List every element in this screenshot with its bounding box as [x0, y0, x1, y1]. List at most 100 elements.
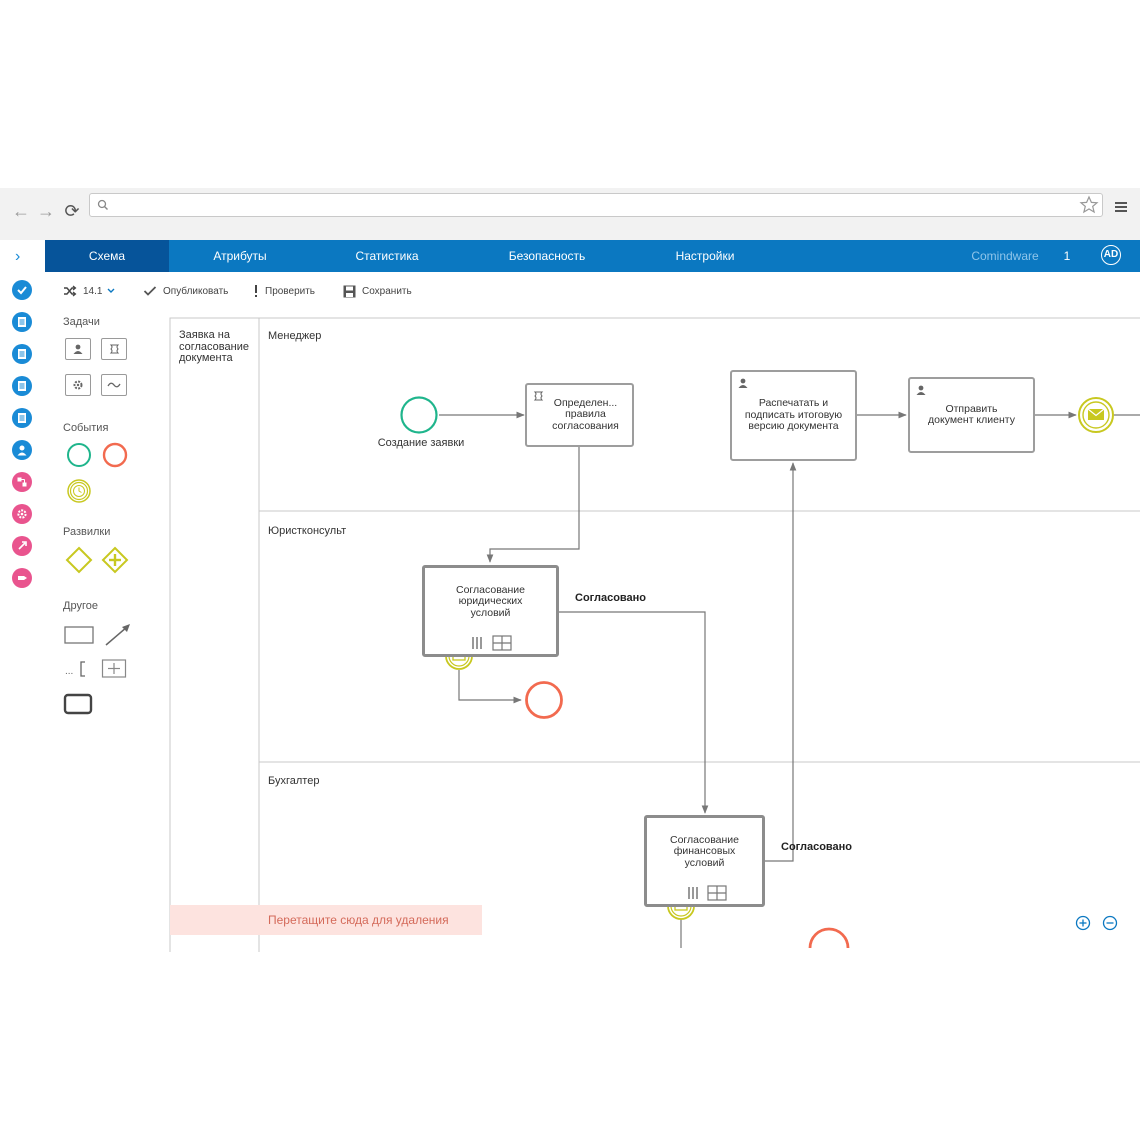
- browser-toolbar: ← → ⟳: [0, 188, 1140, 241]
- tab-statistics[interactable]: Статистика: [355, 249, 419, 263]
- left-rail: ›: [0, 240, 46, 952]
- user-icon: [738, 378, 748, 388]
- parallel-gateway-tool[interactable]: [101, 546, 129, 574]
- expand-chevron-icon[interactable]: ›: [15, 248, 21, 265]
- palette-tasks-heading: Задачи: [63, 316, 100, 328]
- tab-attributes[interactable]: Атрибуты: [213, 249, 267, 263]
- document-icon[interactable]: [12, 344, 32, 364]
- delete-drop-zone[interactable]: Перетащите сюда для удаления: [170, 905, 482, 935]
- palette-gateways-heading: Развилки: [63, 526, 111, 538]
- tab-settings[interactable]: Настройки: [675, 249, 735, 263]
- message-end-event: [1078, 397, 1114, 433]
- task-print[interactable]: Распечатать и подписать итоговую версию …: [730, 370, 857, 461]
- lane-tool[interactable]: [63, 624, 95, 646]
- service-task-tool[interactable]: [65, 374, 91, 396]
- check-button[interactable]: Проверить: [253, 282, 315, 300]
- task-rules-label: Определен... правила согласования: [552, 396, 619, 432]
- check-icon: [143, 286, 157, 296]
- shuffle-icon: [64, 285, 77, 297]
- zoom-out-icon[interactable]: [1102, 915, 1118, 931]
- flow-fin-to-print: [765, 462, 797, 862]
- expand-subprocess-icon[interactable]: [492, 635, 512, 651]
- reload-icon[interactable]: ⟳: [64, 200, 80, 221]
- svg-text:...: ...: [65, 666, 73, 677]
- chevron-down-icon: [107, 288, 115, 293]
- document-icon[interactable]: [12, 312, 32, 332]
- notification-count[interactable]: 1: [1063, 249, 1071, 263]
- exclusive-gateway-tool[interactable]: [65, 546, 93, 574]
- zoom-in-icon[interactable]: [1075, 915, 1091, 931]
- document-icon[interactable]: [12, 408, 32, 428]
- subprocess-financial-label: Согласование финансовых условий: [670, 833, 739, 869]
- publish-button[interactable]: Опубликовать: [143, 282, 228, 300]
- forward-arrow-icon[interactable]: →: [37, 200, 55, 221]
- tag-icon[interactable]: [12, 568, 32, 588]
- tilde-icon: [107, 382, 121, 388]
- script-icon: [109, 344, 120, 354]
- address-bar[interactable]: [89, 193, 1103, 217]
- task-send[interactable]: Отправить документ клиенту: [908, 377, 1035, 453]
- lane-label-manager: Менеджер: [268, 330, 322, 342]
- toolbar: 14.1 Опубликовать Проверить Сохранить: [45, 272, 1140, 309]
- lane-label-lawyer: Юристконсульт: [268, 525, 347, 537]
- expand-subprocess-icon[interactable]: [707, 885, 727, 901]
- multi-instance-icon: [472, 637, 482, 649]
- flow-label-approved: Согласовано: [575, 592, 647, 604]
- end-event-partial: [808, 927, 850, 949]
- star-icon[interactable]: [1079, 195, 1099, 215]
- task-send-label: Отправить документ клиенту: [928, 402, 1015, 426]
- process-icon[interactable]: [12, 472, 32, 492]
- gear-icon[interactable]: [12, 504, 32, 524]
- subprocess-legal[interactable]: Согласование юридических условий: [422, 565, 559, 657]
- subprocess-legal-label: Согласование юридических условий: [456, 583, 525, 619]
- save-icon: [343, 285, 356, 297]
- subprocess-financial[interactable]: Согласование финансовых условий: [644, 815, 765, 907]
- adhoc-task-tool[interactable]: [101, 374, 127, 396]
- flow-legal-boundary-to-end: [458, 670, 522, 704]
- check-label: Проверить: [265, 285, 316, 297]
- task-rules[interactable]: Определен... правила согласования: [525, 383, 634, 447]
- flow-label-approved: Согласовано: [781, 841, 853, 853]
- main-tabs: Схема Атрибуты Статистика Безопасность Н…: [45, 240, 1140, 272]
- pool-title: Заявка на согласование документа: [179, 329, 249, 364]
- end-event-tool[interactable]: [102, 442, 128, 468]
- flow-legal-to-fin: [558, 611, 709, 814]
- start-event-tool[interactable]: [66, 442, 92, 468]
- gear-icon: [73, 380, 83, 390]
- multi-instance-icon: [688, 887, 698, 899]
- rocket-icon[interactable]: [12, 536, 32, 556]
- palette-other-heading: Другое: [63, 600, 98, 612]
- diagram-canvas[interactable]: Заявка на согласование документа Менедже…: [143, 308, 1140, 952]
- task-print-label: Распечатать и подписать итоговую версию …: [744, 397, 843, 433]
- back-arrow-icon[interactable]: ←: [12, 200, 30, 221]
- connector-arrow-tool[interactable]: [103, 622, 133, 648]
- end-event: [525, 681, 563, 719]
- save-button[interactable]: Сохранить: [343, 282, 412, 300]
- user-icon[interactable]: [12, 440, 32, 460]
- save-label: Сохранить: [362, 285, 412, 297]
- start-event-label: Создание заявки: [377, 437, 465, 449]
- exclamation-icon: [255, 285, 257, 297]
- element-palette: Задачи События Развилки Другое ..: [45, 308, 144, 952]
- subprocess-tool[interactable]: [101, 658, 127, 680]
- search-icon: [97, 199, 108, 210]
- menu-icon[interactable]: [1114, 200, 1128, 214]
- user-icon: [916, 385, 926, 395]
- avatar[interactable]: AD: [1101, 245, 1121, 265]
- version-label: 14.1: [83, 285, 103, 297]
- document-icon[interactable]: [12, 376, 32, 396]
- script-task-tool[interactable]: [101, 338, 127, 360]
- version-selector[interactable]: 14.1: [63, 282, 122, 300]
- brand-label: Comindware: [971, 249, 1039, 263]
- timer-event-tool[interactable]: [66, 478, 92, 504]
- user-task-tool[interactable]: [65, 338, 91, 360]
- tab-schema[interactable]: Схема: [45, 240, 169, 272]
- user-icon: [73, 344, 83, 354]
- pool-border: [169, 317, 1140, 952]
- annotation-tool[interactable]: ...: [63, 658, 93, 680]
- check-icon[interactable]: [12, 280, 32, 300]
- group-tool[interactable]: [63, 692, 93, 716]
- tab-security[interactable]: Безопасность: [508, 249, 586, 263]
- start-event: [400, 396, 438, 434]
- pool-diagram: [169, 317, 1140, 952]
